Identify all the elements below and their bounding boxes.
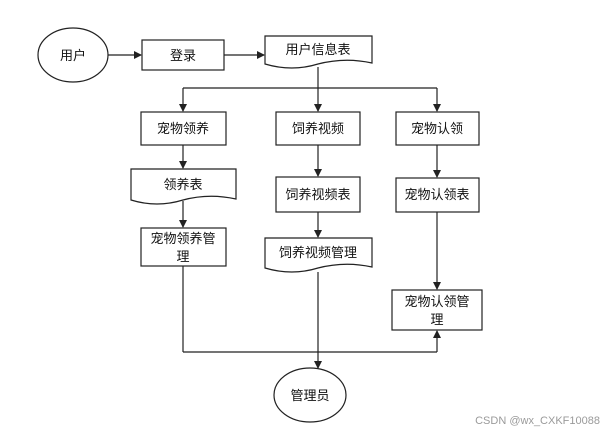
node-user-info-table: 用户信息表 bbox=[264, 35, 373, 69]
claim-mgmt-label-line1: 宠物认领管 bbox=[404, 294, 469, 310]
feed-video-table-box bbox=[275, 176, 361, 213]
feed-video-box bbox=[275, 111, 361, 146]
login-label: 登录 bbox=[170, 49, 196, 64]
node-login: 登录 bbox=[141, 39, 225, 71]
node-adopt-mgmt: 宠物领养管 理 bbox=[140, 227, 227, 267]
node-feed-video-mgmt: 饲养视频管理 bbox=[264, 237, 373, 273]
feed-video-table-label: 饲养视频表 bbox=[285, 187, 350, 203]
node-claim-mgmt: 宠物认领管 理 bbox=[391, 289, 483, 331]
node-feed-video-table: 饲养视频表 bbox=[275, 176, 361, 213]
node-admin: 管理员 bbox=[273, 367, 347, 423]
claim-table-box bbox=[395, 177, 480, 213]
pet-adopt-label: 宠物领养 bbox=[157, 121, 209, 137]
admin-label: 管理员 bbox=[290, 389, 329, 404]
adopt-table-label: 领养表 bbox=[163, 177, 202, 193]
node-user: 用户 bbox=[37, 27, 109, 83]
pet-claim-label: 宠物认领 bbox=[411, 121, 463, 137]
adopt-mgmt-box bbox=[140, 227, 227, 267]
pet-claim-box bbox=[395, 111, 480, 146]
connectors bbox=[108, 51, 441, 369]
admin-ellipse bbox=[273, 367, 347, 423]
node-pet-claim: 宠物认领 bbox=[395, 111, 480, 146]
login-box bbox=[141, 39, 225, 71]
feed-video-label: 饲养视频 bbox=[292, 121, 344, 137]
csdn-watermark: CSDN @wx_CXKF10088 bbox=[475, 415, 600, 427]
node-feed-video: 饲养视频 bbox=[275, 111, 361, 146]
node-pet-adopt: 宠物领养 bbox=[140, 111, 227, 146]
node-adopt-table: 领养表 bbox=[130, 168, 237, 205]
user-info-table-document bbox=[264, 35, 373, 69]
pet-adopt-box bbox=[140, 111, 227, 146]
user-info-table-label: 用户信息表 bbox=[285, 42, 350, 58]
claim-mgmt-box bbox=[391, 289, 483, 331]
adopt-mgmt-label-line2: 理 bbox=[176, 250, 189, 265]
user-ellipse bbox=[37, 27, 109, 83]
claim-mgmt-label-line2: 理 bbox=[430, 313, 443, 328]
user-label: 用户 bbox=[60, 48, 86, 64]
adopt-mgmt-label-line1: 宠物领养管 bbox=[150, 231, 215, 247]
feed-video-mgmt-label: 饲养视频管理 bbox=[279, 245, 357, 261]
adopt-table-document bbox=[130, 168, 237, 205]
node-claim-table: 宠物认领表 bbox=[395, 177, 480, 213]
claim-table-label: 宠物认领表 bbox=[404, 187, 469, 203]
feed-video-mgmt-document bbox=[264, 237, 373, 273]
